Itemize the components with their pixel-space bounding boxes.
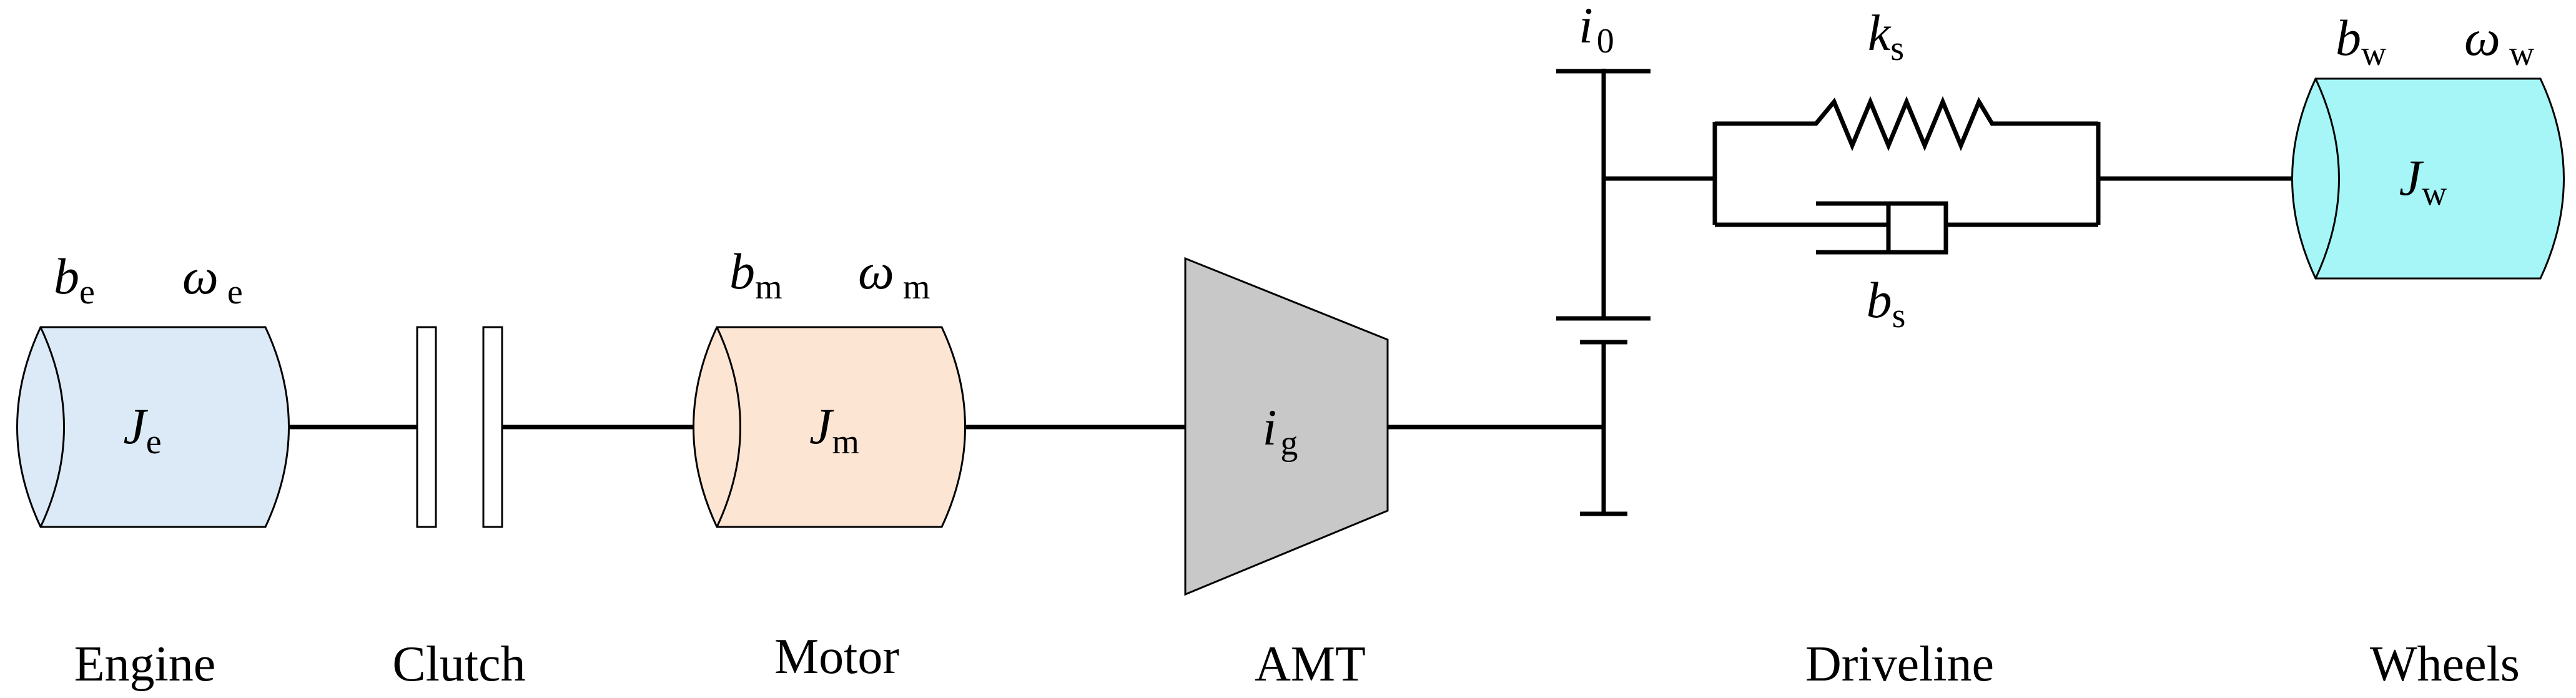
- driveline-stiffness-label: ks: [1868, 4, 1904, 68]
- motor-cylinder-face-arc: [716, 327, 741, 528]
- wheels-damping-label: bw: [2336, 9, 2387, 73]
- driveline-caption: Driveline: [1805, 637, 1994, 692]
- engine-cylinder-face-arc: [39, 327, 65, 528]
- clutch-plate-right: [482, 326, 503, 528]
- motor-inertia-cylinder: [693, 326, 966, 528]
- driveline-damper-cylinder: [1816, 201, 1948, 255]
- driveline-damping-label: bs: [1867, 272, 1906, 335]
- wheels-inertia-label: Jw: [2399, 149, 2447, 213]
- motor-inertia-label: Jm: [809, 398, 859, 461]
- engine-inertia-label: Je: [123, 398, 161, 461]
- wheels-inertia-cylinder: [2291, 77, 2565, 280]
- amt-gearbox: [1184, 257, 1389, 596]
- driveline-spring: [1715, 96, 2098, 152]
- amt-caption: AMT: [1255, 637, 1366, 692]
- engine-inertia-cylinder: [16, 326, 290, 528]
- driveline-group: ks bs Driveline: [1604, 4, 2314, 692]
- engine-caption: Engine: [74, 637, 216, 692]
- clutch-plate-left: [416, 326, 437, 528]
- wheels-cylinder-face-arc: [2314, 78, 2340, 279]
- clutch-caption: Clutch: [392, 637, 525, 692]
- motor-damping-label: bm: [729, 243, 782, 307]
- clutch-group: Clutch: [392, 326, 526, 692]
- engine-damping-label: be: [54, 248, 95, 312]
- motor-caption: Motor: [774, 629, 899, 684]
- wheels-caption: Wheels: [2370, 637, 2520, 692]
